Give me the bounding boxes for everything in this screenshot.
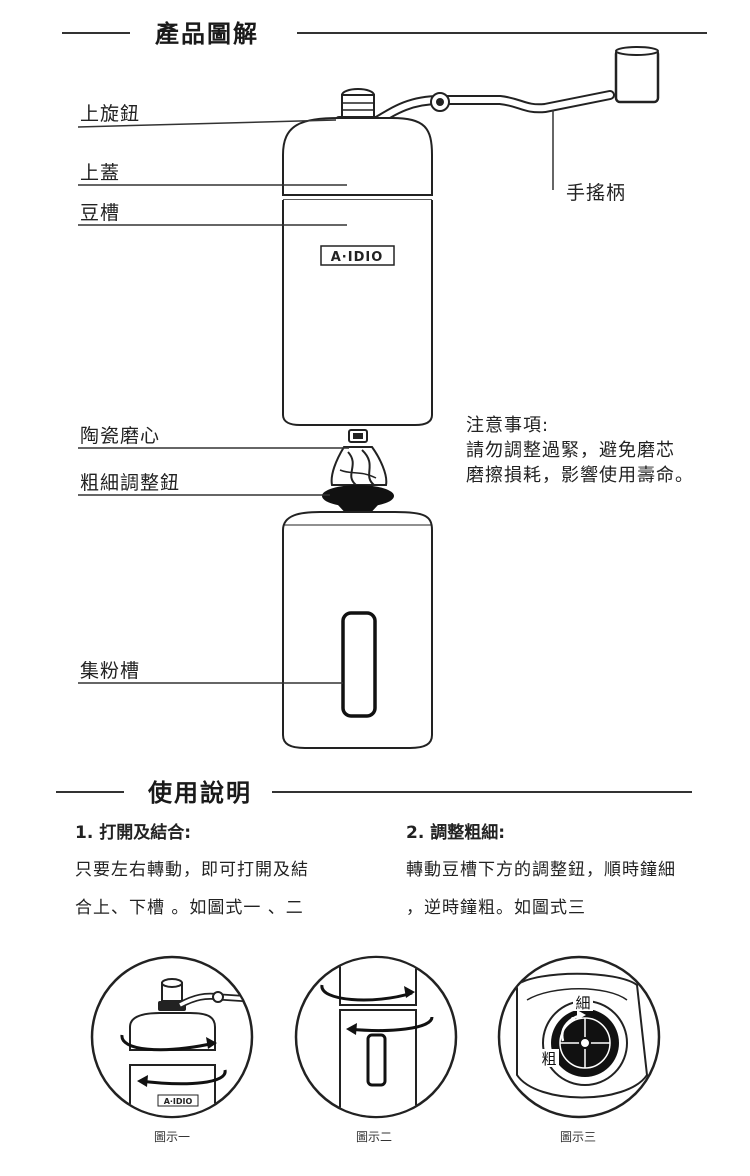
section2-right-rule: [272, 791, 692, 793]
section1-title: 產品圖解: [155, 20, 259, 48]
notice-title: 注意事項:: [466, 415, 550, 436]
svg-text:A·IDIO: A·IDIO: [164, 1097, 193, 1106]
label-powder-container: 集粉槽: [80, 660, 141, 682]
label-grind-adjust-knob: 粗細調整鈕: [80, 472, 181, 494]
step-line: 只要左右轉動，即可打開及結: [75, 860, 309, 880]
leader-lines: [77, 110, 554, 684]
label-top-lid: 上蓋: [80, 162, 121, 184]
ceramic-burr-drawing: [322, 429, 394, 518]
lower-body-drawing: [282, 511, 433, 749]
section1-right-rule: [297, 32, 707, 34]
figure-3: 細 粗: [497, 955, 661, 1119]
figure-2-caption: 圖示二: [356, 1130, 393, 1144]
product-diagram: A·IDIO: [77, 46, 660, 749]
handle-drawing: [367, 46, 660, 129]
step-title: 2. 調整粗細:: [406, 823, 506, 843]
label-bean-chamber: 豆槽: [80, 202, 121, 224]
section2-left-rule: [56, 791, 124, 793]
step-line: 轉動豆槽下方的調整鈕，順時鐘細: [406, 860, 676, 880]
label-handle: 手搖柄: [566, 182, 627, 204]
figure-3-caption: 圖示三: [560, 1130, 597, 1144]
upper-body-drawing: A·IDIO: [282, 117, 433, 426]
step-2: 2. 調整粗細: 轉動豆槽下方的調整鈕，順時鐘細 ，逆時鐘粗。如圖式三: [406, 818, 736, 927]
brand-logo: A·IDIO: [331, 250, 384, 265]
figure-1-caption: 圖示一: [154, 1130, 191, 1144]
notice-line: 請勿調整過緊，避免磨芯: [466, 440, 675, 461]
coarse-label: 粗: [541, 1050, 556, 1068]
step-line: 合上、下槽 。如圖式一 、二: [75, 898, 304, 918]
fine-label: 細: [575, 994, 590, 1012]
step-line: ，逆時鐘粗。如圖式三: [406, 898, 586, 918]
notice-block: 注意事項: 請勿調整過緊，避免磨芯 磨擦損耗，影響使用壽命。: [466, 413, 746, 488]
label-ceramic-burr: 陶瓷磨心: [80, 425, 161, 447]
step-title: 1. 打開及結合:: [75, 823, 192, 843]
figure-2: [294, 955, 458, 1119]
section2-title: 使用說明: [148, 779, 252, 807]
step-1: 1. 打開及結合: 只要左右轉動，即可打開及結 合上、下槽 。如圖式一 、二: [75, 818, 375, 927]
label-top-knob: 上旋鈕: [80, 103, 141, 125]
figure-1: A·IDIO: [90, 955, 254, 1119]
section1-left-rule: [62, 32, 130, 34]
notice-line: 磨擦損耗，影響使用壽命。: [466, 465, 694, 486]
